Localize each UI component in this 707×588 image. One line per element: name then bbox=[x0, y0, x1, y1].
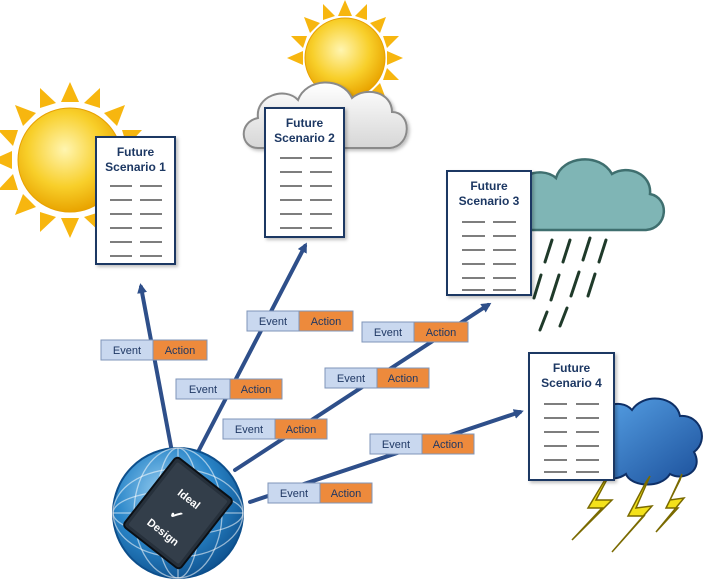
event-action-tag: Event Action bbox=[175, 378, 283, 400]
event-action-tag: Event Action bbox=[222, 418, 328, 440]
event-label: Event bbox=[337, 373, 365, 385]
action-label: Action bbox=[286, 424, 317, 436]
event-action-tag: Event Action bbox=[361, 321, 469, 343]
event-action-tag: Event Action bbox=[267, 482, 373, 504]
event-label: Event bbox=[382, 439, 410, 451]
scenario-title-line2: Scenario 3 bbox=[459, 194, 520, 208]
action-label: Action bbox=[165, 345, 196, 357]
scenario-title-line2: Scenario 1 bbox=[105, 160, 166, 174]
storm-cloud-icon bbox=[571, 397, 703, 553]
action-label: Action bbox=[241, 384, 272, 396]
arrow-to-scenario-2 bbox=[196, 242, 307, 454]
arrow-to-scenario-1 bbox=[137, 283, 174, 454]
scenario-document-1: Future Scenario 1 bbox=[95, 136, 176, 265]
event-label: Event bbox=[189, 384, 217, 396]
event-action-tag: Event Action bbox=[100, 339, 208, 361]
globe-icon: Ideal ✓ Design bbox=[112, 447, 244, 579]
event-action-tag: Event Action bbox=[369, 433, 475, 455]
event-label: Event bbox=[374, 327, 402, 339]
event-label: Event bbox=[113, 345, 141, 357]
scenario-title-line1: Future bbox=[117, 145, 155, 159]
scenario-title-line2: Scenario 2 bbox=[274, 131, 335, 145]
scenario-document-2: Future Scenario 2 bbox=[264, 107, 345, 238]
scenario-document-4: Future Scenario 4 bbox=[528, 352, 615, 481]
action-label: Action bbox=[433, 439, 464, 451]
ideal-design-card: Ideal ✓ Design bbox=[123, 456, 233, 570]
scenario-document-3: Future Scenario 3 bbox=[446, 170, 532, 296]
rain-cloud-icon bbox=[501, 158, 666, 332]
action-label: Action bbox=[311, 316, 342, 328]
event-action-tag: Event Action bbox=[324, 367, 430, 389]
event-label: Event bbox=[235, 424, 263, 436]
action-label: Action bbox=[426, 327, 457, 339]
scenario-title-line2: Scenario 4 bbox=[541, 376, 602, 390]
scenario-title-line1: Future bbox=[553, 361, 591, 375]
scenario-title-line1: Future bbox=[470, 179, 508, 193]
event-action-tag: Event Action bbox=[246, 310, 354, 332]
event-label: Event bbox=[259, 316, 287, 328]
action-label: Action bbox=[331, 488, 362, 500]
action-label: Action bbox=[388, 373, 419, 385]
event-label: Event bbox=[280, 488, 308, 500]
scenario-title-line1: Future bbox=[286, 116, 324, 130]
